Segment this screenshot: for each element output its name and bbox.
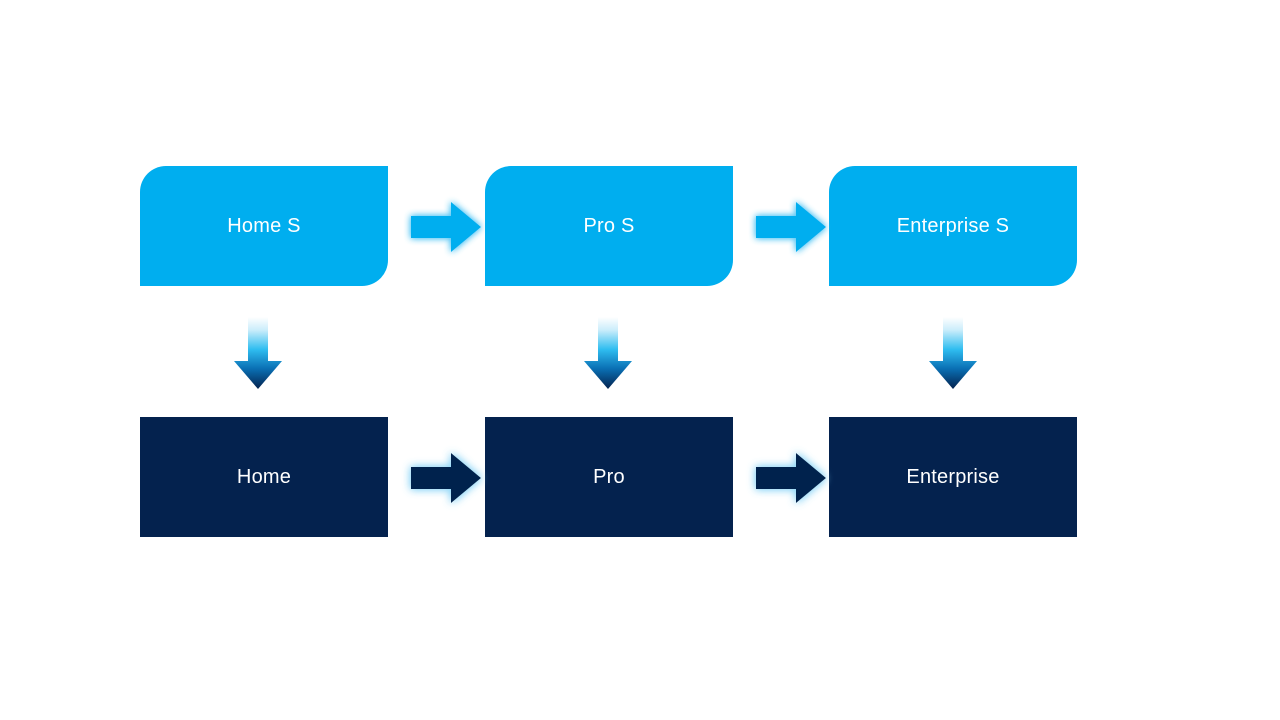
arrow-right-icon: [411, 202, 481, 252]
node-enterprise-s-label: Enterprise S: [896, 215, 1010, 237]
connector-home-to-pro: [405, 449, 485, 509]
arrow-right-icon: [756, 202, 826, 252]
node-home-label: Home: [236, 466, 292, 488]
connector-pro-s-to-pro: [578, 315, 638, 391]
connector-enterprise-s-to-enterprise: [923, 315, 983, 391]
connector-home-s-to-home: [228, 315, 288, 391]
arrow-down-icon: [584, 317, 632, 389]
node-enterprise-s[interactable]: Enterprise S: [829, 166, 1077, 286]
node-pro[interactable]: Pro: [485, 417, 733, 537]
node-pro-s-label: Pro S: [583, 215, 635, 237]
node-pro-label: Pro: [593, 466, 625, 488]
node-home-s[interactable]: Home S: [140, 166, 388, 286]
node-pro-s[interactable]: Pro S: [485, 166, 733, 286]
connector-pro-s-to-enterprise-s: [750, 198, 830, 258]
connector-pro-to-enterprise: [750, 449, 830, 509]
node-enterprise-label: Enterprise: [906, 466, 1000, 488]
connector-home-s-to-pro-s: [405, 198, 485, 258]
node-home[interactable]: Home: [140, 417, 388, 537]
node-home-s-label: Home S: [227, 215, 301, 237]
arrow-right-icon: [756, 453, 826, 503]
arrow-down-icon: [929, 317, 977, 389]
arrow-right-icon: [411, 453, 481, 503]
arrow-down-icon: [234, 317, 282, 389]
node-enterprise[interactable]: Enterprise: [829, 417, 1077, 537]
